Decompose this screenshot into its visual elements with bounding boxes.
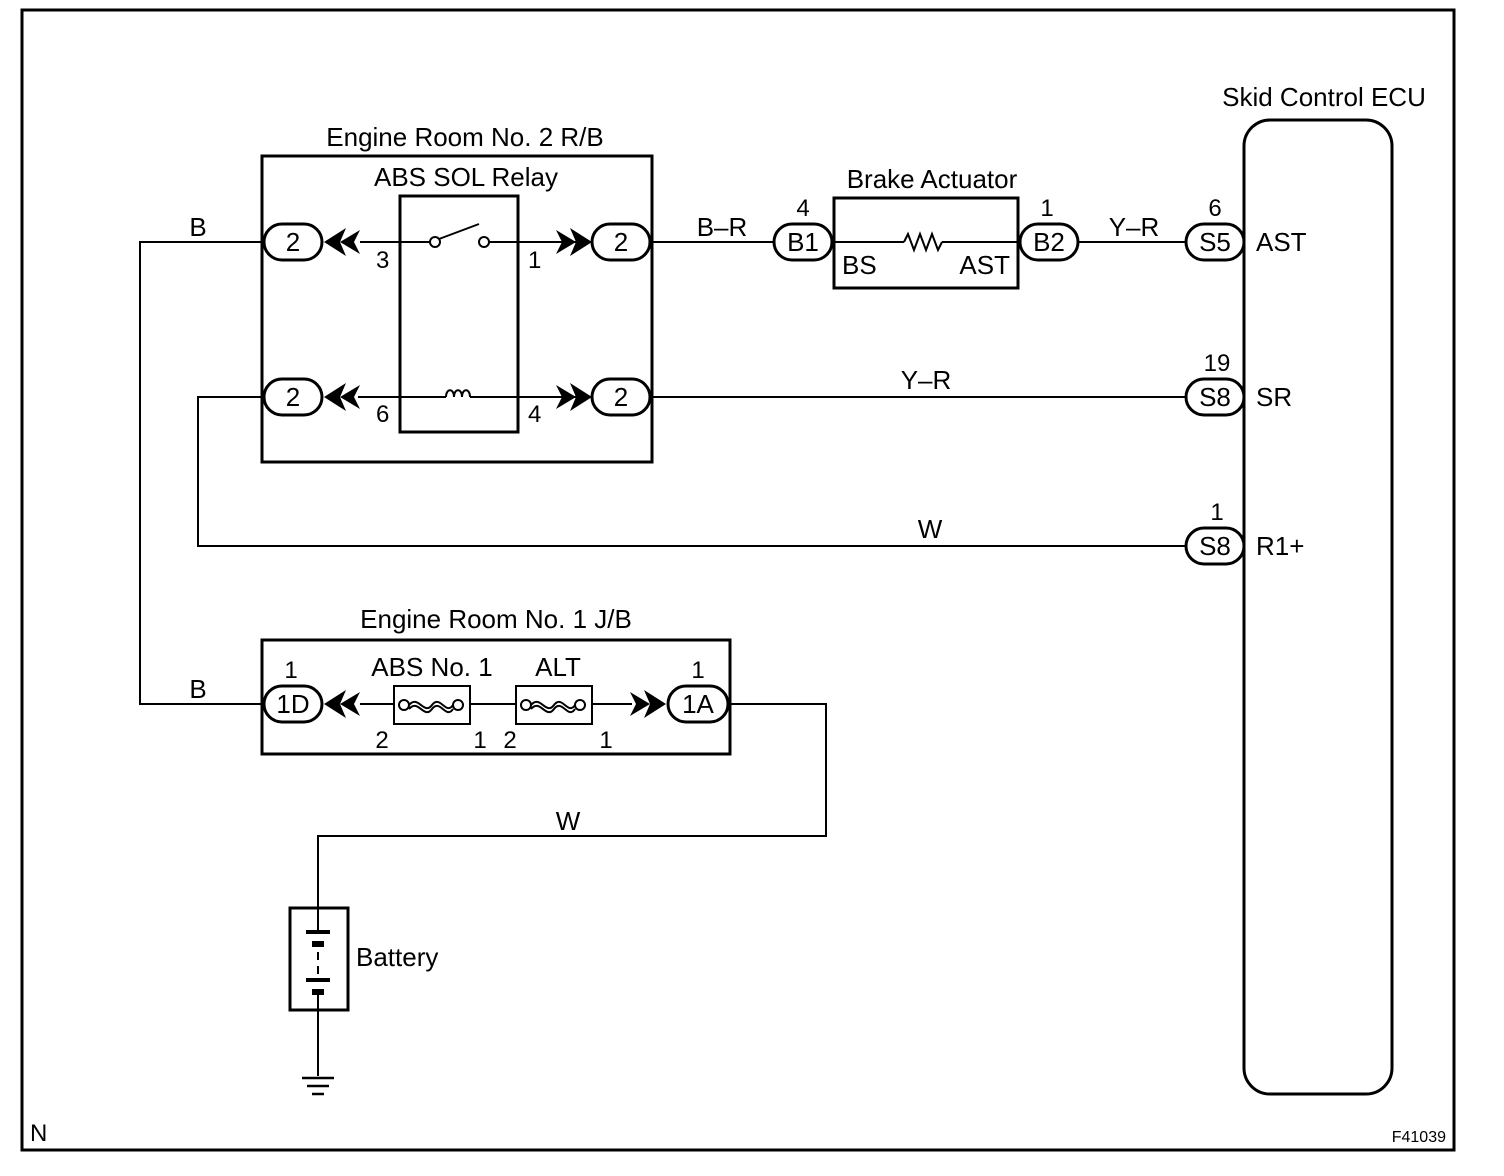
jb1-title: Engine Room No. 1 J/B xyxy=(360,604,632,634)
pin-1d: 1 xyxy=(284,657,297,684)
relay-pin-4: 4 xyxy=(528,401,541,428)
actuator-term-ast: AST xyxy=(959,250,1010,280)
wire-label-b-r: B–R xyxy=(697,212,748,242)
rb-connector-left-bottom: 2 xyxy=(262,377,360,417)
pin-b1: 4 xyxy=(796,195,809,222)
svg-text:B2: B2 xyxy=(1033,227,1065,257)
fuse-abs-pin-2: 2 xyxy=(375,727,388,754)
svg-text:1A: 1A xyxy=(682,689,714,719)
relay-pin-1: 1 xyxy=(528,247,541,274)
connector-s8-sr: S8 19 xyxy=(1184,350,1246,417)
connector-b1: B1 4 xyxy=(772,195,834,262)
svg-text:S8: S8 xyxy=(1199,382,1231,412)
battery-label: Battery xyxy=(356,942,438,972)
fuse-abs-pin-1: 1 xyxy=(473,727,486,754)
actuator-title: Brake Actuator xyxy=(847,164,1018,194)
abs-sol-relay: ABS SOL Relay 3 1 6 4 xyxy=(358,162,585,434)
svg-text:1D: 1D xyxy=(276,689,309,719)
brake-actuator: Brake Actuator BS AST xyxy=(832,164,1020,290)
wire-label-w-bottom: W xyxy=(556,806,581,836)
fuse-abs-label: ABS No. 1 xyxy=(371,652,492,682)
svg-text:B1: B1 xyxy=(787,227,819,257)
outer-frame xyxy=(20,8,1456,1152)
svg-text:2: 2 xyxy=(286,382,300,412)
ground-icon xyxy=(302,1076,334,1096)
rb-connector-right-bottom: 2 xyxy=(556,377,652,417)
rb-connector-right-top: 2 xyxy=(556,222,652,262)
svg-text:2: 2 xyxy=(614,227,628,257)
relay-title: ABS SOL Relay xyxy=(374,162,558,192)
connector-1d: 1D 1 xyxy=(262,657,360,724)
engine-room-no2-rb: Engine Room No. 2 R/B xyxy=(260,122,654,464)
relay-pin-3: 3 xyxy=(376,247,389,274)
pin-s5: 6 xyxy=(1208,195,1221,222)
wire-label-y-r-mid: Y–R xyxy=(901,365,952,395)
connector-1a: 1A 1 xyxy=(630,657,730,724)
relay-pin-6: 6 xyxy=(376,401,389,428)
engine-room-no1-jb: Engine Room No. 1 J/B xyxy=(260,604,732,756)
wire-label-w-mid: W xyxy=(918,514,943,544)
rb-connector-left-top: 2 xyxy=(262,222,360,262)
ecu-terminal-ast: AST xyxy=(1256,227,1307,257)
ecu-title: Skid Control ECU xyxy=(1222,82,1426,112)
svg-text:S5: S5 xyxy=(1199,227,1231,257)
pin-s8-r1: 1 xyxy=(1210,499,1223,526)
svg-text:S8: S8 xyxy=(1199,531,1231,561)
fuse-alt-pin-1: 1 xyxy=(599,727,612,754)
ecu-terminal-r1: R1+ xyxy=(1256,531,1304,561)
wire-label-b-bottom: B xyxy=(189,674,206,704)
footer-left: N xyxy=(30,1120,47,1147)
fuse-alt-pin-2: 2 xyxy=(503,727,516,754)
connector-s8-r1: S8 1 xyxy=(1184,499,1246,566)
wires-lower xyxy=(317,703,827,1076)
connector-s5: S5 6 xyxy=(1184,195,1246,262)
fuse-alt-label: ALT xyxy=(535,652,581,682)
pin-1a: 1 xyxy=(691,657,704,684)
wire-label-y-r-top: Y–R xyxy=(1109,212,1160,242)
pin-b2: 1 xyxy=(1040,195,1053,222)
ecu-terminal-sr: SR xyxy=(1256,382,1292,412)
rb2-title: Engine Room No. 2 R/B xyxy=(326,122,603,152)
wires-upper xyxy=(139,241,1186,705)
fuse-abs-no1: ABS No. 1 2 1 xyxy=(360,652,493,754)
svg-text:2: 2 xyxy=(614,382,628,412)
figure-id: F41039 xyxy=(1392,1129,1446,1146)
connector-b2: B2 1 xyxy=(1018,195,1080,262)
battery: Battery xyxy=(288,906,438,1012)
svg-text:2: 2 xyxy=(286,227,300,257)
pin-s8-sr: 19 xyxy=(1204,350,1231,377)
skid-control-ecu: Skid Control ECU AST SR R1+ xyxy=(1222,82,1426,1096)
actuator-term-bs: BS xyxy=(842,250,877,280)
fuse-alt: ALT 2 1 xyxy=(503,652,612,754)
wire-label-b-top: B xyxy=(189,212,206,242)
